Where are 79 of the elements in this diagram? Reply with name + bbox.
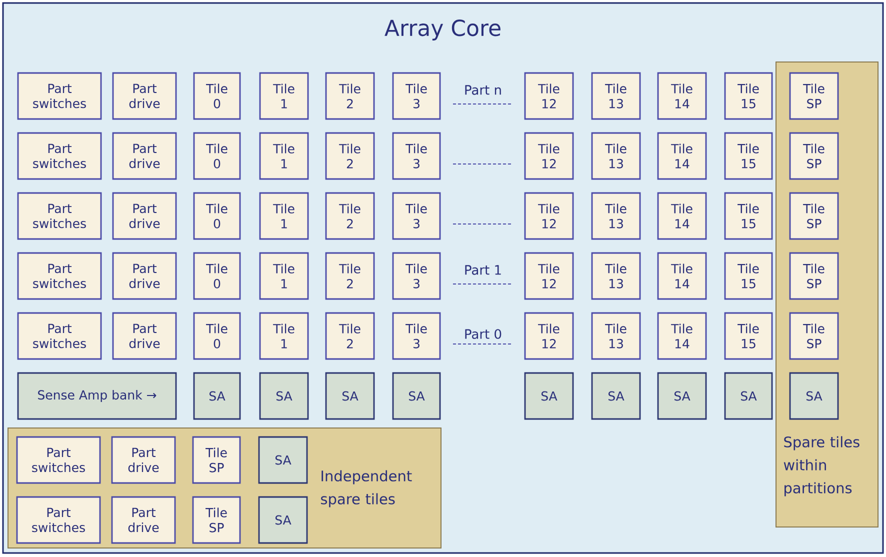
tile-box: Tile 2 (325, 132, 375, 180)
tile-box: Tile 0 (193, 192, 241, 240)
tile-box: Tile 15 (724, 192, 773, 240)
tile-box: Tile SP (192, 436, 241, 484)
tile-box: Tile 12 (524, 72, 574, 120)
band-label: Independent spare tiles (321, 470, 412, 508)
tile-box: Tile 1 (259, 252, 309, 300)
control-box: Part switches (17, 192, 102, 240)
tile-box: Tile SP (789, 312, 839, 360)
tile-box: Tile 2 (325, 252, 375, 300)
tile-box: Tile 0 (193, 132, 241, 180)
tile-box: Tile 3 (392, 312, 441, 360)
tile-box: Tile 13 (591, 312, 641, 360)
tile-box: Tile 0 (193, 252, 241, 300)
tile-box: Tile 3 (392, 252, 441, 300)
control-box: Part drive (112, 312, 177, 360)
amp-box: SA (325, 372, 375, 420)
panel-title: Array Core (384, 20, 500, 40)
amp-box: SA (258, 436, 308, 484)
tile-box: Tile 2 (325, 312, 375, 360)
control-box: Part switches (16, 436, 101, 484)
tile-box: Tile 12 (524, 132, 574, 180)
control-box: Part drive (112, 72, 177, 120)
amp-box: SA (724, 372, 773, 420)
part-label: Part 1 (465, 265, 501, 275)
amp-box: SA (259, 372, 309, 420)
tile-box: Tile 1 (259, 132, 309, 180)
control-box: Part drive (111, 436, 176, 484)
tile-box: Tile 12 (524, 312, 574, 360)
tile-box: Tile 3 (392, 192, 441, 240)
tile-box: Tile 1 (259, 72, 309, 120)
tile-box: Tile 15 (724, 252, 773, 300)
control-box: Part switches (16, 496, 101, 544)
tile-box: Tile 14 (657, 132, 707, 180)
control-box: Part drive (111, 496, 176, 544)
control-box: Part switches (17, 72, 102, 120)
control-box: Part drive (112, 132, 177, 180)
tile-box: Tile 15 (724, 132, 773, 180)
tile-box: Tile 14 (657, 72, 707, 120)
amp-box: SA (657, 372, 707, 420)
amp-box: SA (789, 372, 839, 420)
tile-box: Tile 12 (524, 252, 574, 300)
amp-box: SA (392, 372, 441, 420)
tile-box: Tile 13 (591, 192, 641, 240)
control-box: Part switches (17, 312, 102, 360)
tile-box: Tile 2 (325, 192, 375, 240)
tile-box: Tile SP (192, 496, 241, 544)
tile-box: Tile SP (789, 132, 839, 180)
tile-box: Tile SP (789, 252, 839, 300)
control-box: Part switches (17, 252, 102, 300)
tile-box: Tile 15 (724, 72, 773, 120)
tile-box: Tile 3 (392, 72, 441, 120)
band-label: Spare tiles within partitions (784, 436, 860, 496)
tile-box: Tile 0 (193, 312, 241, 360)
part-label: Part n (465, 85, 501, 95)
tile-box: Tile 14 (657, 312, 707, 360)
tile-box: Tile 13 (591, 132, 641, 180)
tile-box: Tile 14 (657, 192, 707, 240)
tile-box: Tile 1 (259, 312, 309, 360)
control-box: Part drive (112, 252, 177, 300)
tile-box: Tile 3 (392, 132, 441, 180)
tile-box: Tile 1 (259, 192, 309, 240)
tile-box: Tile 0 (193, 72, 241, 120)
part-label: Part 0 (465, 329, 502, 339)
amp-box: SA (193, 372, 241, 420)
amp-box: SA (258, 496, 308, 544)
tile-box: Tile 13 (591, 72, 641, 120)
control-box: Part switches (17, 132, 102, 180)
tile-box: Tile SP (789, 72, 839, 120)
tile-box: Tile 14 (657, 252, 707, 300)
amp-box: Sense Amp bank → (17, 372, 177, 420)
tile-box: Tile 13 (591, 252, 641, 300)
tile-box: Tile 15 (724, 312, 773, 360)
control-box: Part drive (112, 192, 177, 240)
tile-box: Tile 12 (524, 192, 574, 240)
tile-box: Tile 2 (325, 72, 375, 120)
tile-box: Tile SP (789, 192, 839, 240)
amp-box: SA (524, 372, 574, 420)
amp-box: SA (591, 372, 641, 420)
